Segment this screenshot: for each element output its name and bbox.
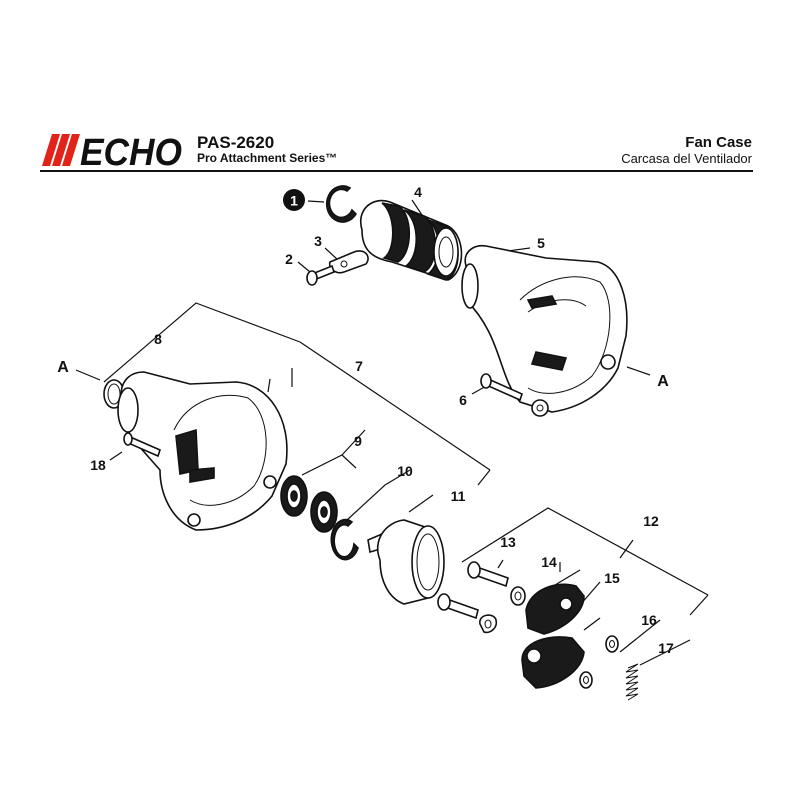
fan-case-cover-part-5 <box>461 244 628 417</box>
bolt-part-6 <box>480 373 523 402</box>
bolt-part-18 <box>123 432 161 458</box>
callout-6: 6 <box>459 392 467 408</box>
callout-14: 14 <box>541 554 557 570</box>
series-name: Pro Attachment Series™ <box>197 151 338 165</box>
washer-part-16a <box>605 635 619 653</box>
callout-1: 1 <box>290 193 298 209</box>
echo-logo: ECHO <box>42 132 182 168</box>
clutch-shoe-part-15a <box>525 583 585 635</box>
callout-5: 5 <box>537 235 545 251</box>
bearing-part-9a <box>280 475 308 517</box>
callout-7: 7 <box>355 358 363 374</box>
callout-1-marker <box>283 189 305 211</box>
leader-lines <box>75 199 709 666</box>
retaining-ring-part-1 <box>325 185 358 223</box>
bearing-part-9b <box>310 491 338 533</box>
section-title-es: Carcasa del Ventilador <box>621 151 752 166</box>
washer-part-14a <box>510 586 526 606</box>
clutch-drum-part-11 <box>367 519 445 605</box>
washer-part-14b <box>479 614 498 634</box>
callout-2: 2 <box>285 251 293 267</box>
callout-9: 9 <box>354 433 362 449</box>
callout-4: 4 <box>414 184 422 200</box>
ref-a-right: A <box>657 373 669 390</box>
section-title-en: Fan Case <box>685 134 752 151</box>
fan-case-housing-part-7 <box>117 371 288 531</box>
header-rule <box>40 170 753 172</box>
clamp-part-3 <box>328 250 369 274</box>
bolt-part-2 <box>306 264 335 286</box>
bolt-part-13a <box>467 561 509 588</box>
callout-3: 3 <box>314 233 322 249</box>
washer-part-16b <box>579 671 593 689</box>
bolt-part-13b <box>437 593 479 620</box>
callout-8: 8 <box>154 331 162 347</box>
snap-ring-part-10 <box>330 518 359 561</box>
callout-12: 12 <box>643 513 659 529</box>
model-number: PAS-2620 <box>197 133 275 152</box>
rubber-mount-part-4 <box>359 199 463 281</box>
callout-15: 15 <box>604 570 620 586</box>
ref-a-left: A <box>57 359 69 376</box>
callout-18: 18 <box>90 457 106 473</box>
spring-part-17 <box>625 663 639 701</box>
clutch-shoe-part-15b <box>521 636 585 689</box>
callout-16: 16 <box>641 612 657 628</box>
logo-wordmark: ECHO <box>80 132 182 168</box>
callout-11: 11 <box>451 488 466 504</box>
callout-13: 13 <box>500 534 516 550</box>
callout-10: 10 <box>397 463 413 479</box>
callout-17: 17 <box>658 640 674 656</box>
logo-speed-stripes <box>42 134 80 166</box>
